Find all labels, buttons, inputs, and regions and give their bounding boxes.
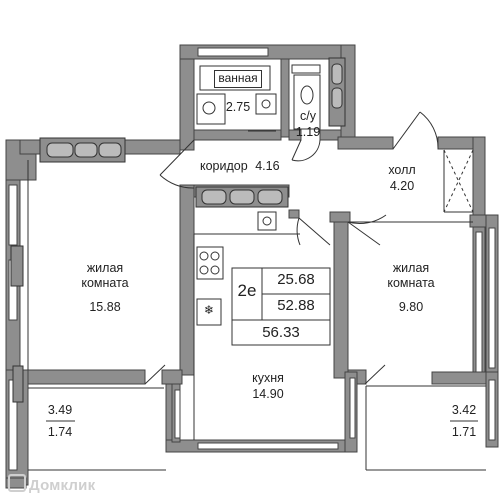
bathroom-label: ванная [214,70,262,88]
hall-area: 4.20 [389,179,415,193]
watermark-logo-icon [8,474,26,492]
living-right-area: 9.80 [398,300,424,314]
watermark: Домклик [8,474,95,494]
balcony-right-area-bottom: 1.71 [451,425,477,439]
kitchen-area: 14.90 [252,387,284,401]
watermark-text: Домклик [29,477,96,494]
balcony-left-area-bottom: 1.74 [47,425,73,439]
total-area: 52.88 [277,297,315,314]
kitchen-label: кухня [252,371,284,385]
balcony-left-area-top: 3.49 [47,403,73,417]
living-right-label-1: жилая [392,261,430,275]
doors [144,111,439,385]
total-area-with-balcony: 56.33 [262,324,300,341]
room-lines [27,64,486,471]
living-right-label-2: комната [387,276,435,290]
living-area-total: 25.68 [277,271,315,288]
summary-table [231,267,331,346]
corridor-area: 4.16 [255,159,280,173]
living-left-area: 15.88 [89,300,121,314]
windows [8,47,496,471]
radiators [10,57,346,403]
snowflake-icon: ❄ [203,303,215,317]
toilet-area: 1.19 [295,125,321,139]
apartment-type: 2е [237,281,257,300]
hall-label: холл [388,163,416,177]
balcony-right-area-top: 3.42 [451,403,477,417]
living-left-label-2: комната [81,276,129,290]
corridor-name: коридор [200,159,248,173]
living-left-label-1: жилая [86,261,124,275]
toilet-label: с/у [300,109,316,123]
bathroom-area: 2.75 [225,100,251,114]
corridor-label: коридор 4.16 [200,159,280,174]
